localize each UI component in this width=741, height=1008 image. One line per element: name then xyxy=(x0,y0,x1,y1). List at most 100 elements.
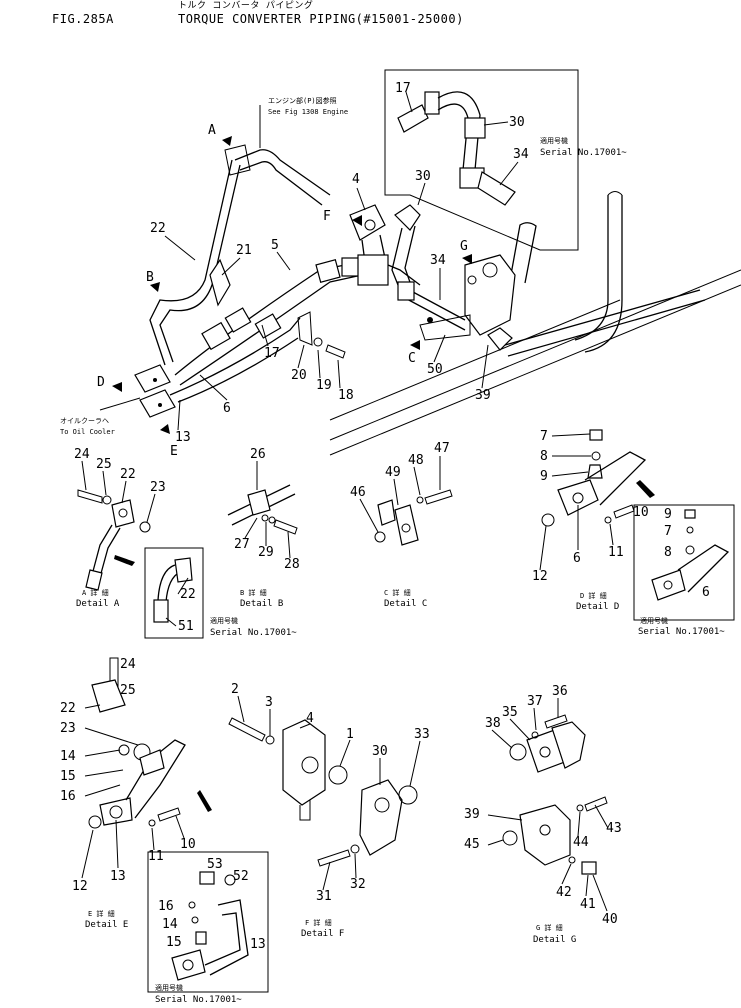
oil-cooler-note: オイルクーラヘ To Oil Cooler xyxy=(60,397,141,436)
part-48-c: 48 xyxy=(408,453,424,468)
part-45-g: 45 xyxy=(464,837,480,852)
main-part-numbers: 17 30 34 4 30 22 21 5 34 17 20 19 18 50 … xyxy=(150,81,529,445)
callout-f: F xyxy=(323,209,331,224)
part-21-main: 21 xyxy=(236,243,252,258)
detail-c-jp: C 詳 細 xyxy=(384,588,411,597)
detail-d-en: Detail D xyxy=(576,602,619,612)
part-9-d: 9 xyxy=(540,469,548,484)
detail-e-serial-inset: 53 52 16 14 15 13 適用号機 Serial No.17001~ xyxy=(147,851,269,1005)
callout-g: G xyxy=(460,239,468,254)
engine-ref-en: See Fig 1308 Engine xyxy=(268,108,348,116)
part-23-e: 23 xyxy=(60,721,76,736)
part-6-inset: 6 xyxy=(702,585,710,600)
part-14-e: 14 xyxy=(60,749,76,764)
part-13-e: 13 xyxy=(110,869,126,884)
serial-en-d: Serial No.17001~ xyxy=(638,627,725,637)
part-24-a: 24 xyxy=(74,447,90,462)
part-9-inset: 9 xyxy=(664,507,672,522)
detail-g-jp: G 詳 細 xyxy=(536,923,563,932)
part-8-inset: 8 xyxy=(664,545,672,560)
part-36-g: 36 xyxy=(552,684,568,699)
callout-e: E xyxy=(170,444,178,459)
serial-note-main: 適用号機 Serial No.17001~ xyxy=(540,136,627,158)
part-44-g: 44 xyxy=(573,835,589,850)
part-6-main: 6 xyxy=(223,401,231,416)
part-14-inset: 14 xyxy=(162,917,178,932)
part-20-main: 20 xyxy=(291,368,307,383)
callout-b: B xyxy=(146,270,154,285)
detail-b-en: Detail B xyxy=(240,599,283,609)
part-2-f: 2 xyxy=(231,682,239,697)
part-15-inset: 15 xyxy=(166,935,182,950)
detail-b-jp: B 詳 細 xyxy=(240,588,267,597)
part-39-main: 39 xyxy=(475,388,491,403)
part-30-main: 30 xyxy=(415,169,431,184)
part-24-e: 24 xyxy=(120,657,136,672)
part-50-main: 50 xyxy=(427,362,443,377)
detail-g-en: Detail G xyxy=(533,935,576,945)
part-51-inset: 51 xyxy=(178,619,194,634)
detail-f-en: Detail F xyxy=(301,929,344,939)
part-25-e: 25 xyxy=(120,683,136,698)
serial-jp-a: 適用号機 xyxy=(210,616,238,625)
serial-en-a: Serial No.17001~ xyxy=(210,628,297,638)
detail-e-jp: E 詳 細 xyxy=(88,909,115,918)
serial-jp-main: 適用号機 xyxy=(540,136,568,145)
part-7-inset: 7 xyxy=(664,524,672,539)
part-1-f: 1 xyxy=(346,727,354,742)
part-8-d: 8 xyxy=(540,449,548,464)
detail-f-jp: F 詳 細 xyxy=(305,918,332,927)
figure-title-kana: トルク コンバータ パイピング xyxy=(178,1,314,11)
part-3-f: 3 xyxy=(265,695,273,710)
detail-a: 24 25 22 23 A 詳 細 Detail A xyxy=(74,447,166,609)
detail-g: 36 37 35 38 39 45 43 44 42 41 40 G 詳 細 D… xyxy=(464,684,622,945)
oil-cooler-jp: オイルクーラヘ xyxy=(60,417,109,425)
serial-en-e: Serial No.17001~ xyxy=(155,995,242,1005)
part-53-inset: 53 xyxy=(207,857,223,872)
part-41-g: 41 xyxy=(580,897,596,912)
part-13-inset: 13 xyxy=(250,937,266,952)
part-19-main: 19 xyxy=(316,378,332,393)
part-27-b: 27 xyxy=(234,537,250,552)
part-22-e: 22 xyxy=(60,701,76,716)
part-34-inset: 34 xyxy=(513,147,529,162)
part-16-inset: 16 xyxy=(158,899,174,914)
part-34-main: 34 xyxy=(430,253,446,268)
part-22-inset: 22 xyxy=(180,587,196,602)
part-40-g: 40 xyxy=(602,912,618,927)
part-42-g: 42 xyxy=(556,885,572,900)
callout-letters: A B C D E F G xyxy=(97,123,468,459)
part-38-g: 38 xyxy=(485,716,501,731)
detail-b: 26 27 29 28 B 詳 細 Detail B 適用号機 Serial N… xyxy=(210,447,300,638)
engine-note: エンジン部(P)図参照 See Fig 1308 Engine xyxy=(259,96,348,148)
part-26-b: 26 xyxy=(250,447,266,462)
part-4-main: 4 xyxy=(352,172,360,187)
part-23-a: 23 xyxy=(150,480,166,495)
part-33-f: 33 xyxy=(414,727,430,742)
detail-a-serial-inset: 22 51 xyxy=(144,547,204,639)
part-49-c: 49 xyxy=(385,465,401,480)
detail-e: 24 25 22 23 14 15 16 11 10 12 13 E 詳 細 D… xyxy=(60,657,212,930)
part-13-main: 13 xyxy=(175,430,191,445)
part-39-g: 39 xyxy=(464,807,480,822)
part-30-inset: 30 xyxy=(509,115,525,130)
part-10-e: 10 xyxy=(180,837,196,852)
part-37-g: 37 xyxy=(527,694,543,709)
detail-f: 2 3 4 1 30 33 31 32 F 詳 細 Detail F xyxy=(228,682,430,939)
part-28-b: 28 xyxy=(284,557,300,572)
part-5-main: 5 xyxy=(271,238,279,253)
part-46-c: 46 xyxy=(350,485,366,500)
detail-d: 7 8 9 10 11 12 6 D 詳 細 Detail D xyxy=(532,429,655,612)
part-52-inset: 52 xyxy=(233,869,249,884)
part-31-f: 31 xyxy=(316,889,332,904)
part-12-d: 12 xyxy=(532,569,548,584)
part-11-d: 11 xyxy=(608,545,624,560)
part-7-d: 7 xyxy=(540,429,548,444)
part-4-f: 4 xyxy=(306,711,314,726)
serial-jp-e: 適用号機 xyxy=(155,983,183,992)
part-47-c: 47 xyxy=(434,441,450,456)
part-22-a: 22 xyxy=(120,467,136,482)
callout-c: C xyxy=(408,351,416,366)
detail-d-serial-inset: 9 7 8 6 適用号機 Serial No.17001~ xyxy=(633,504,735,637)
figure-number: FIG.285A xyxy=(52,12,114,26)
